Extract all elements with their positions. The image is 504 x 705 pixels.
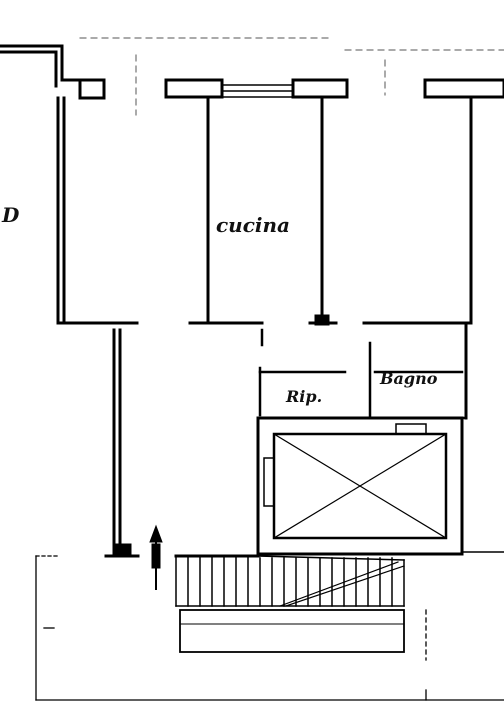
kitchen-walls — [188, 95, 338, 326]
stair-landing — [179, 609, 405, 653]
room-label-storage: Rip. — [285, 387, 322, 406]
room-label-bathroom: Bagno — [379, 369, 438, 388]
entrance-arrow-icon — [149, 524, 163, 590]
outer-boundary-lines — [35, 555, 504, 701]
left-room-walls — [56, 96, 139, 325]
right-room-walls — [362, 95, 473, 547]
window-blocks — [78, 78, 504, 100]
corridor-walls — [104, 328, 140, 558]
staircase — [174, 551, 504, 607]
room-label-kitchen: cucina — [216, 213, 290, 237]
top-left-walls — [0, 44, 82, 88]
lift-shaft — [256, 416, 464, 556]
room-label-edge: D — [1, 203, 20, 227]
top-dashed-wall — [79, 37, 504, 116]
